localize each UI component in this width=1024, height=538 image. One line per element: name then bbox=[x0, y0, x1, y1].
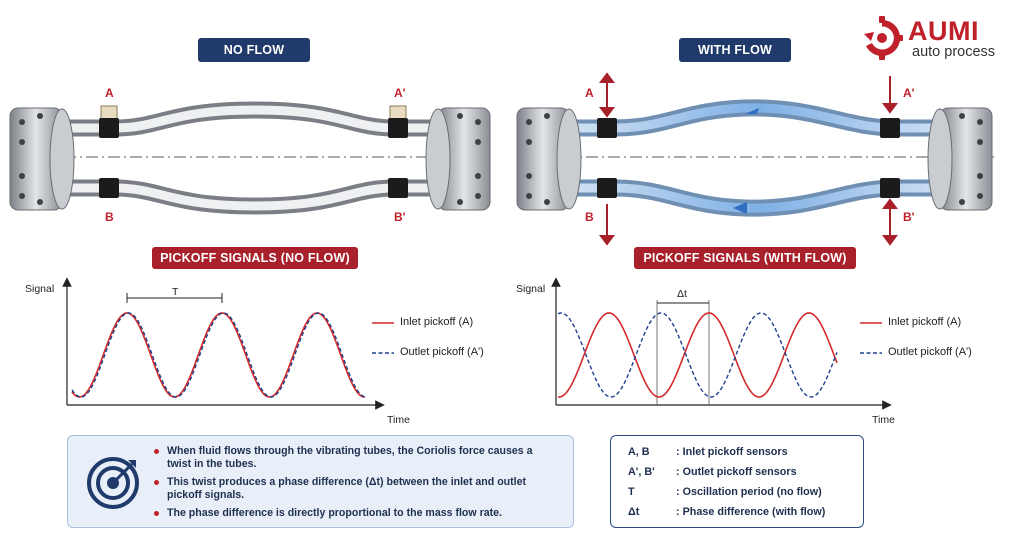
with-flow-signal-plot bbox=[551, 277, 892, 410]
def-term: Δt bbox=[628, 506, 640, 518]
outlet-signal-line bbox=[557, 312, 838, 398]
left-x-label: Time bbox=[387, 414, 410, 426]
right-y-label: Signal bbox=[516, 283, 546, 295]
flow-arrow-right bbox=[745, 108, 759, 114]
note-item: The phase difference is directly proport… bbox=[153, 507, 558, 520]
note-item: This twist produces a phase difference (… bbox=[153, 476, 558, 502]
definitions-box bbox=[610, 435, 864, 528]
sensor-b bbox=[597, 178, 617, 198]
notes-box bbox=[67, 435, 574, 528]
logo-subtitle: auto process bbox=[912, 44, 996, 60]
def-desc: : Phase difference (with flow) bbox=[676, 506, 826, 518]
no-flow-signal-plot bbox=[62, 277, 394, 410]
delta-label: Δt bbox=[677, 288, 687, 300]
def-desc: : Outlet pickoff sensors bbox=[676, 466, 797, 478]
period-label: T bbox=[172, 286, 179, 298]
no-flow-title: NO FLOW bbox=[198, 38, 310, 62]
sensor-a-prime bbox=[880, 118, 900, 138]
sensor-a bbox=[597, 118, 617, 138]
left-y-label: Signal bbox=[25, 283, 55, 295]
right-legend-outlet: Outlet pickoff (A') bbox=[888, 346, 972, 358]
logo-brand: AUMI bbox=[908, 16, 979, 46]
label-a-left: A bbox=[105, 86, 114, 100]
def-desc: : Inlet pickoff sensors bbox=[676, 446, 788, 458]
def-term: T bbox=[628, 486, 635, 498]
note-item: When fluid flows through the vibrating t… bbox=[153, 445, 558, 471]
sensor-b bbox=[99, 178, 119, 198]
right-legend-inlet: Inlet pickoff (A) bbox=[888, 316, 962, 328]
bullet-dot bbox=[154, 480, 159, 485]
def-term: A', B' bbox=[628, 466, 655, 478]
sensor-a-prime bbox=[388, 105, 408, 138]
sensor-b-prime bbox=[388, 178, 408, 198]
target-icon bbox=[87, 457, 139, 509]
left-legend-inlet: Inlet pickoff (A) bbox=[400, 316, 474, 328]
pickoff-with-flow-title: PICKOFF SIGNALS (WITH FLOW) bbox=[634, 247, 856, 269]
label-b-right: B bbox=[585, 210, 594, 224]
label-b-prime-right: B' bbox=[903, 210, 915, 224]
bullet-dot bbox=[154, 511, 159, 516]
label-b-prime-left: B' bbox=[394, 210, 406, 224]
no-flow-tube-assembly bbox=[9, 101, 491, 215]
motion-arrows bbox=[599, 72, 898, 246]
label-a-prime-right: A' bbox=[903, 86, 915, 100]
notes-list: When fluid flows through the vibrating t… bbox=[153, 445, 558, 525]
inlet-signal-line bbox=[557, 312, 838, 398]
sensor-a bbox=[99, 105, 119, 138]
def-desc: : Oscillation period (no flow) bbox=[676, 486, 822, 498]
flow-arrow-left bbox=[733, 202, 747, 214]
def-term: A, B bbox=[628, 446, 650, 458]
label-a-right: A bbox=[585, 86, 594, 100]
sensor-b-prime bbox=[880, 178, 900, 198]
right-x-label: Time bbox=[872, 414, 895, 426]
label-a-prime-left: A' bbox=[394, 86, 406, 100]
with-flow-tube-assembly bbox=[516, 72, 995, 246]
with-flow-title: WITH FLOW bbox=[679, 38, 791, 62]
pickoff-no-flow-title: PICKOFF SIGNALS (NO FLOW) bbox=[152, 247, 358, 269]
bullet-dot bbox=[154, 449, 159, 454]
label-b-left: B bbox=[105, 210, 114, 224]
left-legend-outlet: Outlet pickoff (A') bbox=[400, 346, 484, 358]
gear-arrows-icon bbox=[864, 16, 903, 60]
outlet-signal-line bbox=[71, 312, 366, 398]
